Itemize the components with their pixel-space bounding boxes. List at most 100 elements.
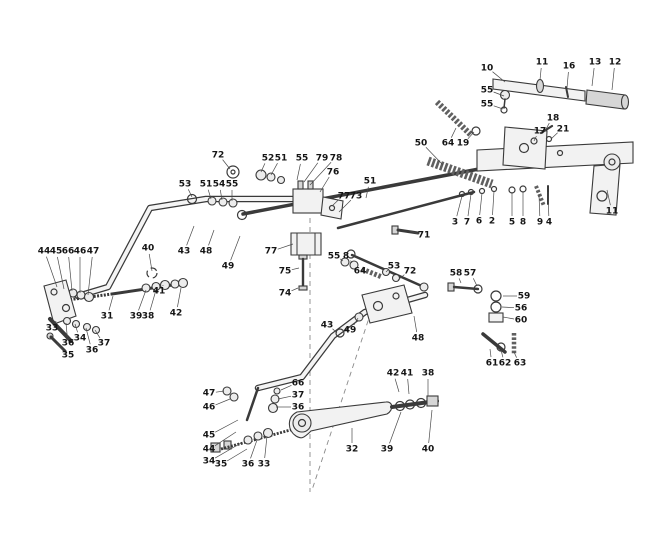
part-label-32: 32 [346, 445, 359, 455]
part-label-61: 61 [486, 359, 499, 369]
link-strap [245, 386, 260, 422]
part-label-54: 54 [213, 180, 226, 190]
washer [62, 316, 72, 326]
lever-boss-hole [297, 418, 307, 428]
leader-line [450, 127, 457, 138]
leader-line [303, 162, 319, 183]
leader-line [46, 256, 58, 288]
leader-line [309, 162, 332, 186]
washer [207, 196, 217, 206]
part-label-45: 45 [50, 247, 63, 257]
washer-59 [490, 290, 502, 302]
part-label-52: 52 [262, 154, 275, 164]
leader-line [467, 131, 475, 140]
washer [141, 283, 151, 293]
leader-line [94, 329, 101, 339]
leader-line [544, 122, 550, 132]
part-label-72: 72 [404, 267, 417, 277]
part-label-11: 11 [606, 207, 619, 217]
leader-line [68, 256, 73, 292]
part-label-58: 58 [450, 269, 463, 279]
frame-hole [556, 149, 564, 157]
leader-line [501, 306, 515, 309]
leader-line [187, 189, 193, 198]
leader-line [207, 189, 212, 200]
part-label-49: 49 [344, 326, 357, 336]
washer [228, 198, 238, 208]
latch-washer [545, 135, 553, 143]
leader-line [539, 67, 542, 81]
part-label-41: 41 [153, 287, 166, 297]
washer [82, 322, 92, 332]
leader-line [230, 235, 241, 261]
part-label-71: 71 [418, 231, 431, 241]
washer [404, 399, 416, 410]
bolt-head [210, 442, 221, 453]
part-label-74: 74 [279, 289, 292, 299]
part-label-13: 13 [589, 58, 602, 68]
leader-line [350, 260, 353, 264]
part-label-76: 76 [327, 168, 340, 178]
part-label-49: 49 [222, 262, 235, 272]
part-label-36: 36 [292, 403, 305, 413]
leader-line [186, 225, 195, 246]
bracket-block [292, 188, 324, 214]
leader-line [319, 176, 330, 193]
right-fastener-stack [447, 282, 517, 355]
leader-line [331, 199, 339, 207]
washer [267, 402, 279, 414]
fastener [478, 187, 486, 195]
part-label-40: 40 [422, 445, 435, 455]
construction-lines [309, 218, 372, 492]
part-label-8: 8 [343, 252, 349, 262]
handle-grip [585, 89, 626, 110]
part-label-50: 50 [415, 139, 428, 149]
spring-washer [471, 126, 481, 136]
tension-spring [434, 99, 474, 138]
nut-74 [298, 285, 308, 291]
washer [177, 277, 189, 289]
part-label-77: 77 [265, 247, 278, 257]
bottom-linkage [210, 386, 439, 453]
part-label-36: 36 [242, 460, 255, 470]
pin-61 [481, 332, 507, 354]
center-bracket [290, 180, 383, 291]
leader-line [550, 132, 558, 140]
bracket-hole [372, 300, 384, 312]
leader-line [219, 189, 223, 201]
arm-bracket [361, 284, 413, 324]
washer [255, 169, 267, 181]
washer [222, 386, 232, 396]
part-label-11: 11 [536, 58, 549, 68]
washer-58 [473, 284, 483, 294]
leader-line [458, 278, 462, 284]
leader-line [456, 195, 463, 217]
part-label-55: 55 [226, 180, 239, 190]
part-label-57: 57 [464, 269, 477, 279]
washer [266, 172, 276, 182]
part-label-62: 62 [499, 359, 512, 369]
plate-hole [50, 288, 58, 296]
part-label-40: 40 [142, 244, 155, 254]
part-label-8: 8 [520, 218, 526, 228]
leader-line [389, 411, 402, 444]
part-label-39: 39 [130, 312, 143, 322]
left-pivot-cluster [43, 279, 101, 353]
part-label-19: 19 [457, 139, 470, 149]
part-label-12: 12 [609, 58, 622, 68]
washer [83, 291, 95, 303]
leader-line [385, 269, 389, 273]
leader-line [277, 243, 294, 250]
leader-line [493, 105, 504, 110]
leader-line [250, 439, 258, 459]
leader-line [208, 229, 215, 246]
washer [243, 435, 253, 445]
part-label-41: 41 [401, 369, 414, 379]
part-label-45: 45 [203, 431, 216, 441]
part-label-21: 21 [557, 125, 570, 135]
leader-line [606, 189, 611, 206]
part-label-3: 3 [452, 218, 458, 228]
part-label-66: 66 [292, 379, 305, 389]
